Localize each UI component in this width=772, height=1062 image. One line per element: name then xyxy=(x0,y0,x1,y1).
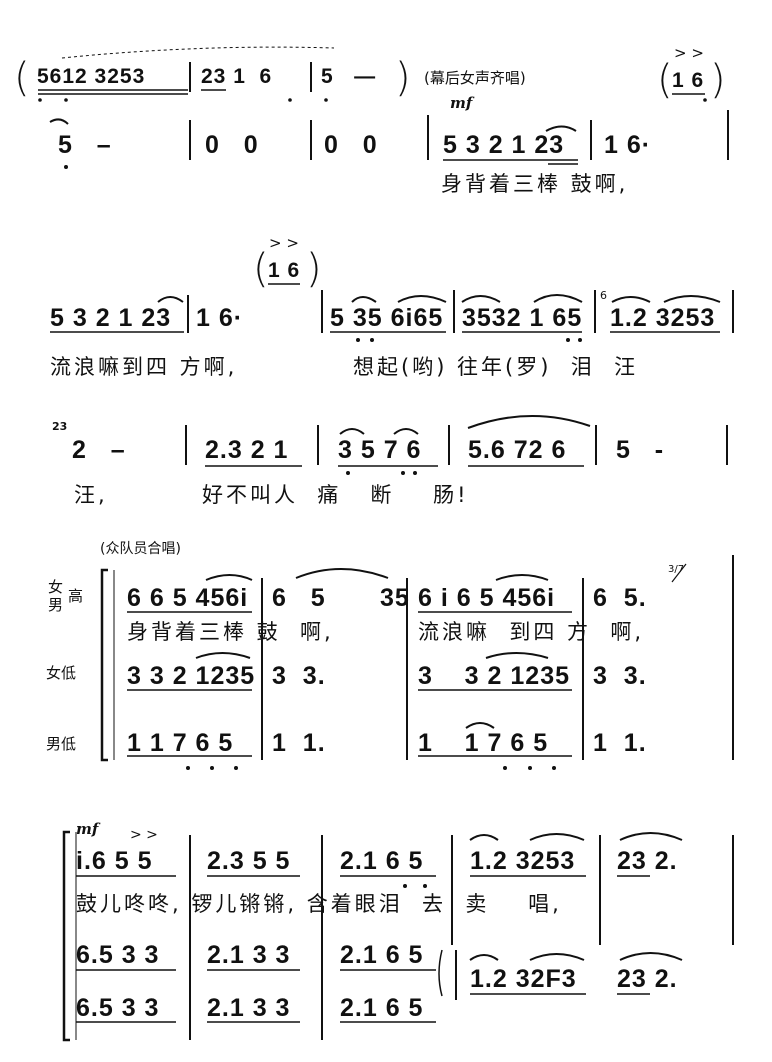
s2-accent: > > xyxy=(269,234,299,252)
s2-notes-c: 5 35 6i65 xyxy=(330,304,444,332)
s4-label-high: 高 xyxy=(68,587,84,605)
s1-notes-d: 5 3 2 1 23 xyxy=(443,131,565,159)
s4-top-notes-b: 6 5 xyxy=(272,584,326,612)
s5-top-d: 1.2 3253 xyxy=(470,847,576,875)
s4-low-notes-d: 1 1. xyxy=(593,729,647,757)
s2-cue: 1 6 xyxy=(268,259,301,282)
s3-notes-a: 2 – xyxy=(72,436,126,464)
s4-mid-notes-d: 3 3. xyxy=(593,662,647,690)
s5-accent: > > xyxy=(130,827,158,843)
s5-low-c: 2.1 6 5 xyxy=(340,994,424,1022)
s4-bracket xyxy=(100,568,108,762)
s4-label-low: 男低 xyxy=(46,735,77,753)
s5-low-b: 2.1 3 3 xyxy=(207,994,291,1022)
s5-mid-e: 23 2. xyxy=(617,965,678,993)
s3-lyrics-b: 好不叫人 痛 断 肠! xyxy=(202,483,469,507)
s3-lyrics-a: 汪, xyxy=(74,483,108,507)
s5-mid-d: 1.2 32F3 xyxy=(470,965,577,993)
s4-top-notes-c: 35 xyxy=(380,584,410,612)
s1-slur-2 xyxy=(545,125,577,132)
s4-label-top: 女 男 xyxy=(48,578,64,614)
s1-notes-b: 0 0 xyxy=(205,131,259,159)
intro-accent: > > xyxy=(674,44,704,62)
s5-bracket xyxy=(62,830,70,1042)
s5-mid-a: 6.5 3 3 xyxy=(76,941,160,969)
s2-notes-b: 1 6· xyxy=(196,304,244,332)
intro-notes-b: 23 1 6 xyxy=(201,65,273,88)
s3-notes-c: 3 5 7 6 xyxy=(338,436,422,464)
s3-notes-d: 5.6 72 6 xyxy=(468,436,567,464)
s5-dynamic-mf: mf xyxy=(76,820,99,838)
s5-top-c: 2.1 6 5 xyxy=(340,847,424,875)
intro-cue-close: ) xyxy=(710,57,726,103)
s1-notes-a: 5 – xyxy=(58,131,112,159)
s4-fraction: 3/7 xyxy=(668,564,685,575)
s4-top-notes-e: 6 5. xyxy=(593,584,647,612)
s4-annotation: (众队员合唱) xyxy=(100,541,181,557)
s4-top-notes-d: 6 i 6 5 456i xyxy=(418,584,556,612)
s3-notes-e: 5 - xyxy=(616,436,665,464)
s1-lyrics: 身背着三棒 鼓啊, xyxy=(441,172,629,196)
s2-cue-open: ( xyxy=(253,246,269,292)
intro-close-paren: ) xyxy=(395,55,411,101)
s2-cue-close: ) xyxy=(306,246,322,292)
s5-mid-b: 2.1 3 3 xyxy=(207,941,291,969)
intro-cue-open: ( xyxy=(657,57,673,103)
s1-notes-c: 0 0 xyxy=(324,131,378,159)
s2-grace: 6 xyxy=(600,289,607,302)
s5-low-a: 6.5 3 3 xyxy=(76,994,160,1022)
intro-annotation: (幕后女声齐唱) xyxy=(424,69,526,87)
intro-open-paren: ( xyxy=(14,55,30,101)
s5-top-a: i.6 5 5 xyxy=(76,847,153,875)
s2-notes-a: 5 3 2 1 23 xyxy=(50,304,172,332)
s3-notes-b: 2.3 2 1 xyxy=(205,436,289,464)
s4-mid-notes-c: 3 3 2 1235 xyxy=(418,662,571,690)
s4-mid-notes-a: 3 3 2 1235 xyxy=(127,662,256,690)
s2-lyrics-b: 想起(哟) 往年(罗) 泪 汪 xyxy=(353,355,639,379)
s3-grace: 23 xyxy=(52,420,68,433)
s5-top-b: 2.3 5 5 xyxy=(207,847,291,875)
s4-mid-notes-b: 3 3. xyxy=(272,662,326,690)
intro-notes-c: 5 — xyxy=(321,65,377,88)
s4-low-notes-a: 1 1 7 6 5 xyxy=(127,729,234,757)
s2-notes-e: 1.2 3253 xyxy=(610,304,716,332)
s4-low-notes-b: 1 1. xyxy=(272,729,326,757)
s1-slur xyxy=(49,118,69,125)
intro-cue: 1 6 xyxy=(672,69,705,92)
s5-top-e: 23 2. xyxy=(617,847,678,875)
s5-lyrics: 鼓儿咚咚, 锣儿锵锵, 含着眼泪 去 卖 唱, xyxy=(76,892,562,916)
s4-label-mid: 女低 xyxy=(46,664,77,682)
s1-dynamic-mf: mf xyxy=(450,94,473,112)
s1-notes-e: 1 6· xyxy=(604,131,652,159)
intro-notes-a: 5612 3253 xyxy=(37,65,146,88)
intro-dashed-tie xyxy=(61,46,335,59)
s2-notes-d: 3532 1 65 xyxy=(462,304,583,332)
s2-lyrics-a: 流浪嘛到四 方啊, xyxy=(50,355,238,379)
s4-low-notes-c: 1 1 7 6 5 xyxy=(418,729,549,757)
s5-mid-c: 2.1 6 5 xyxy=(340,941,424,969)
s4-top-notes-a: 6 6 5 456i xyxy=(127,584,249,612)
